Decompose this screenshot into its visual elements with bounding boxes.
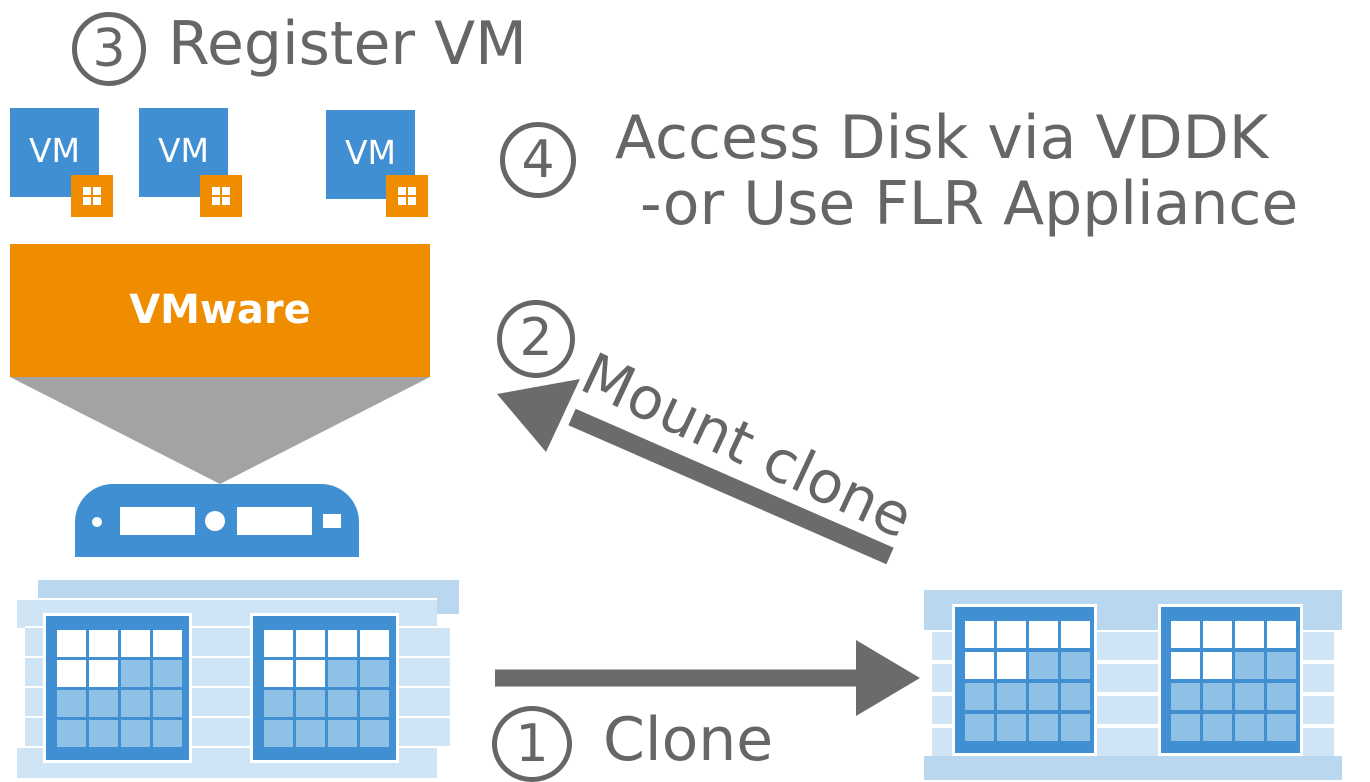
step-3-label: Register VM [168, 9, 527, 79]
server-led [92, 517, 102, 527]
server-port [323, 514, 341, 528]
windows-logo-icon [386, 175, 428, 217]
step-4-line-1: Access Disk via VDDK [615, 103, 1269, 173]
step-4-line-2: -or Use FLR Appliance [640, 169, 1299, 239]
step-3-number: 3 [72, 12, 146, 86]
windows-logo-icon [200, 175, 242, 217]
vm-label: VM [28, 131, 81, 170]
array-drive-panel [952, 604, 1097, 756]
array-drive-panel [250, 613, 399, 763]
mount-clone-arrow [497, 379, 894, 565]
step-1-label: Clone [603, 705, 774, 775]
step-1-number: 1 [492, 706, 572, 782]
vmware-hypervisor: VMware [10, 244, 430, 377]
step-2-number: 2 [497, 300, 575, 378]
server-icon [75, 484, 359, 557]
array-bottom-rail [924, 756, 1342, 780]
vmware-label: VMware [129, 287, 311, 333]
vm-label: VM [157, 131, 210, 170]
array-drive-panel [43, 613, 192, 763]
vm-label: VM [344, 133, 397, 172]
server-power-button [205, 511, 225, 531]
array-drive-panel [1158, 604, 1303, 756]
server-drive-bay [237, 507, 312, 535]
windows-logo-icon [71, 175, 113, 217]
step-4-number: 4 [500, 122, 576, 198]
clone-arrow [495, 640, 920, 716]
server-drive-bay [120, 507, 195, 535]
